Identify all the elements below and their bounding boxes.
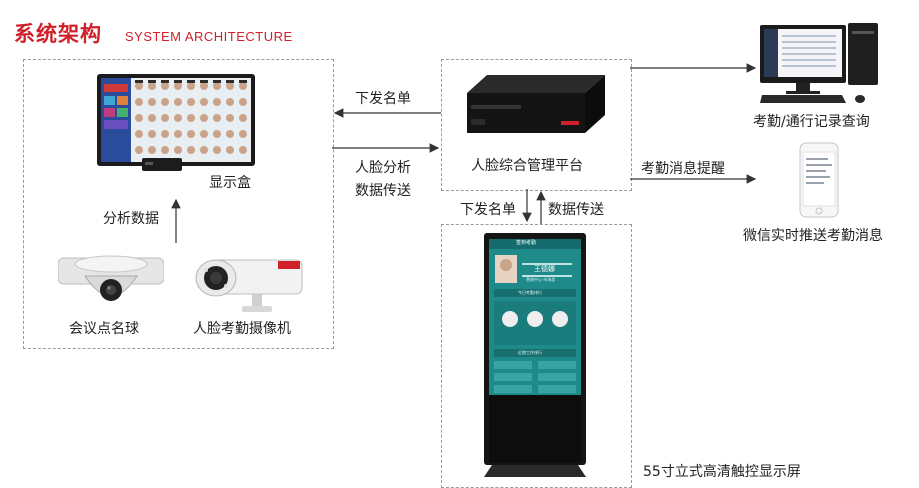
label-data-transfer-up: 数据传送	[548, 202, 604, 218]
node-display-box: 显示盒	[209, 175, 251, 191]
pc-image	[760, 23, 880, 105]
conference-dome-camera-image	[57, 252, 165, 312]
label-issue-list-left: 下发名单	[355, 91, 411, 107]
edge-device-group	[23, 59, 334, 349]
server-image	[465, 75, 605, 137]
display-monitor-image	[97, 74, 255, 171]
label-face-analysis: 人脸分析	[355, 160, 411, 176]
kiosk-image: 签到考勤 王德娜 营销中心·市场部 今日考勤排行 近期工作排行	[482, 233, 588, 481]
kiosk-screen-section-recent: 近期工作排行	[518, 350, 542, 355]
node-records-pc: 考勤/通行记录查询	[753, 114, 870, 130]
node-kiosk: 55寸立式高清触控显示屏	[643, 464, 801, 480]
kiosk-screen-name: 王德娜	[534, 265, 555, 273]
platform-group	[441, 59, 632, 191]
face-bullet-camera-image	[192, 258, 304, 314]
page-title: 系统架构	[14, 22, 102, 46]
kiosk-screen-section-today: 今日考勤排行	[518, 290, 542, 295]
kiosk-screen-dept: 营销中心·市场部	[526, 277, 556, 282]
phone-image	[799, 142, 839, 218]
node-wechat: 微信实时推送考勤消息	[743, 228, 883, 244]
label-data-transfer-left: 数据传送	[355, 183, 411, 199]
label-issue-list-down: 下发名单	[460, 202, 516, 218]
label-alert: 考勤消息提醒	[641, 161, 725, 177]
label-analysis-data: 分析数据	[103, 211, 159, 227]
node-conference-camera: 会议点名球	[69, 321, 139, 337]
node-face-camera: 人脸考勤摄像机	[193, 321, 291, 337]
page-subtitle: SYSTEM ARCHITECTURE	[125, 29, 293, 44]
node-platform: 人脸综合管理平台	[471, 158, 583, 174]
kiosk-screen-header: 签到考勤	[516, 240, 537, 246]
